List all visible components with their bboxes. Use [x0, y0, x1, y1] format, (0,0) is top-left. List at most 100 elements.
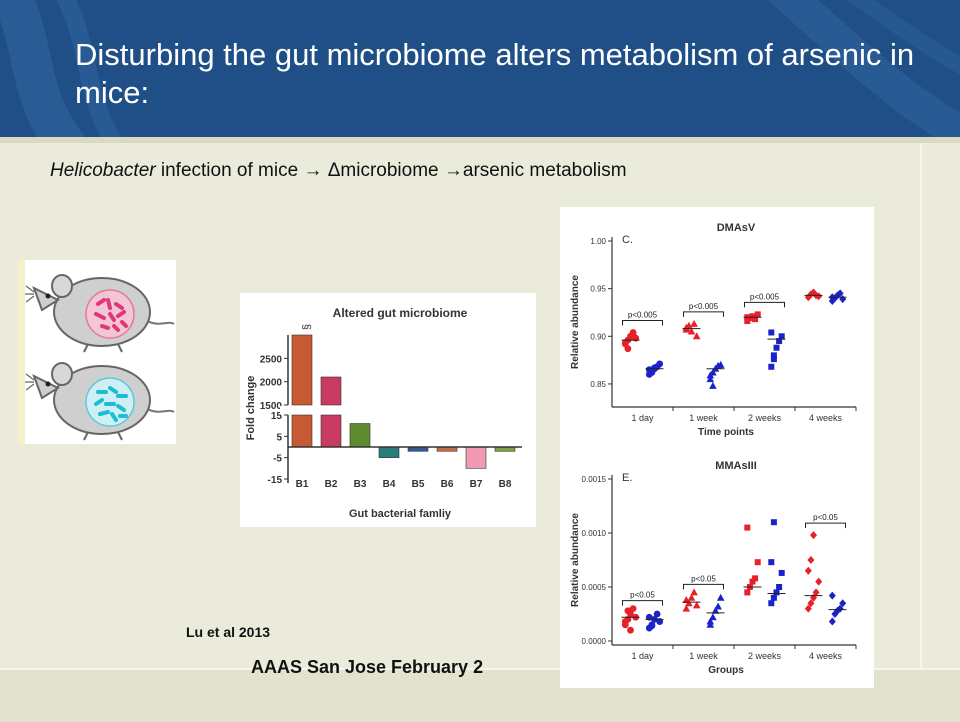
- scatter-point: [744, 524, 751, 531]
- scatter-point: [828, 617, 836, 626]
- scatter-point: [687, 593, 696, 601]
- scatter-point: [692, 601, 701, 609]
- bar-b2-upper: [320, 376, 342, 406]
- scatter-point: [807, 556, 815, 564]
- bar-xtick-label: B1: [296, 479, 309, 490]
- significance-bracket: [683, 311, 724, 317]
- scatter-point: [768, 329, 775, 336]
- scatter-point: [804, 566, 812, 575]
- scatter-point: [716, 593, 725, 601]
- subtitle-text: infection of mice → Δmicrobiome →arsenic…: [155, 160, 627, 181]
- significance-label: p<0.05: [813, 513, 838, 522]
- scatter-point: [624, 345, 632, 353]
- bar-b1-lower: [291, 414, 313, 448]
- scatter-ylabel: Relative abundance: [570, 513, 581, 607]
- scatter-point: [706, 620, 715, 628]
- significance-label: p<0.05: [630, 591, 655, 600]
- scatter-point: [621, 618, 629, 625]
- scatter-point: [752, 575, 759, 582]
- scatter-point: [778, 569, 785, 576]
- scatter-point: [682, 595, 691, 603]
- scatter-xtick-label: 1 week: [689, 651, 718, 661]
- bar-xtick-label: B7: [470, 479, 483, 490]
- scatter-point: [770, 519, 777, 526]
- scatter-point: [754, 311, 761, 318]
- scatter-ytick-label: 1.00: [590, 237, 606, 246]
- bar-ytick-label: 2000: [260, 378, 283, 389]
- scatter-ytick-label: 0.0010: [582, 529, 607, 538]
- bar-chart-ylabel: Fold change: [245, 376, 257, 441]
- slide-title: Disturbing the gut microbiome alters met…: [75, 37, 915, 110]
- scatter-point: [804, 604, 812, 613]
- scatter-point: [831, 610, 839, 618]
- scatter-ytick-label: 0.85: [590, 380, 606, 389]
- scatter-point: [627, 626, 634, 634]
- axis-break-gap: [280, 406, 340, 414]
- significance-label: p<0.05: [691, 574, 716, 583]
- scatter-point: [815, 577, 823, 586]
- scatter-point: [714, 602, 722, 610]
- scatter-point: [768, 363, 775, 370]
- scatter-point: [629, 605, 637, 612]
- bar-xtick-label: B4: [383, 479, 396, 490]
- footer-text: AAAS San Jose February 2: [251, 657, 484, 677]
- scatter-point: [624, 607, 632, 615]
- scatter-xlabel: Groups: [708, 665, 744, 676]
- scatter-point: [770, 594, 777, 601]
- slide-subtitle: Helicobacter infection of mice → Δmicrob…: [50, 160, 627, 182]
- scatter-point: [706, 371, 715, 379]
- scatter-point: [768, 600, 775, 607]
- scatter-xtick-label: 4 weeks: [809, 651, 843, 661]
- header-swirl-decoration: [0, 0, 960, 137]
- bar-xtick-label: B8: [499, 479, 512, 490]
- bar-chart: Altered gut microbiome § Fold change Gut…: [245, 306, 522, 520]
- bar-chart-title: Altered gut microbiome: [333, 306, 468, 320]
- scatter-point: [773, 344, 780, 351]
- scatter-point: [812, 588, 820, 597]
- scatter-point: [749, 578, 756, 585]
- scatter-ytick-label: 0.95: [590, 285, 606, 294]
- bar-ytick-label: 5: [276, 432, 282, 443]
- scatter-point: [807, 599, 815, 608]
- scatter-ytick-label: 0.90: [590, 332, 606, 341]
- right-divider-line: [920, 143, 922, 668]
- scatter-ytick-label: 0.0005: [582, 583, 607, 592]
- bar-xtick-label: B5: [412, 479, 425, 490]
- scatter-point: [828, 591, 836, 600]
- scatter-point: [648, 622, 656, 630]
- scatter-point: [768, 559, 775, 566]
- scatter-panel-label: E.: [622, 472, 632, 484]
- slide-header: Disturbing the gut microbiome alters met…: [0, 0, 960, 137]
- significance-bracket: [622, 319, 663, 326]
- scatter-ytick-label: 0.0000: [582, 637, 607, 646]
- mice-illustration: [18, 260, 176, 444]
- scatter-point: [773, 589, 780, 596]
- bar-b2-lower: [320, 414, 342, 448]
- bar-xtick-label: B3: [354, 479, 367, 490]
- significance-bracket: [744, 301, 785, 308]
- scatter-xtick-label: 4 weeks: [809, 413, 843, 423]
- scatter-xtick-label: 1 day: [631, 651, 654, 661]
- scatter-point: [839, 599, 847, 608]
- scatter-point: [711, 606, 720, 614]
- scatter-point: [770, 356, 777, 363]
- image-edge-strip: [18, 260, 25, 444]
- bar-b4: [378, 446, 400, 458]
- bar-xtick-label: B2: [325, 479, 338, 490]
- bar-ytick-label: 2500: [260, 354, 283, 365]
- scatter-point: [744, 589, 751, 596]
- scatter-point: [706, 375, 715, 383]
- scatter-point: [836, 289, 844, 298]
- scatter-xlabel: Time points: [698, 427, 754, 438]
- scatter-point: [815, 292, 823, 301]
- scatter-point: [621, 339, 629, 347]
- scatter-point: [770, 352, 777, 359]
- scatter-point: [810, 531, 817, 540]
- bar-xtick-label: B6: [441, 479, 454, 490]
- bar-chart-xlabel: Gut bacterial famliy: [349, 508, 452, 520]
- scatter-point: [754, 559, 761, 566]
- scatter-panel-label: C.: [622, 234, 633, 246]
- scatter-title: MMAsIII: [715, 460, 757, 472]
